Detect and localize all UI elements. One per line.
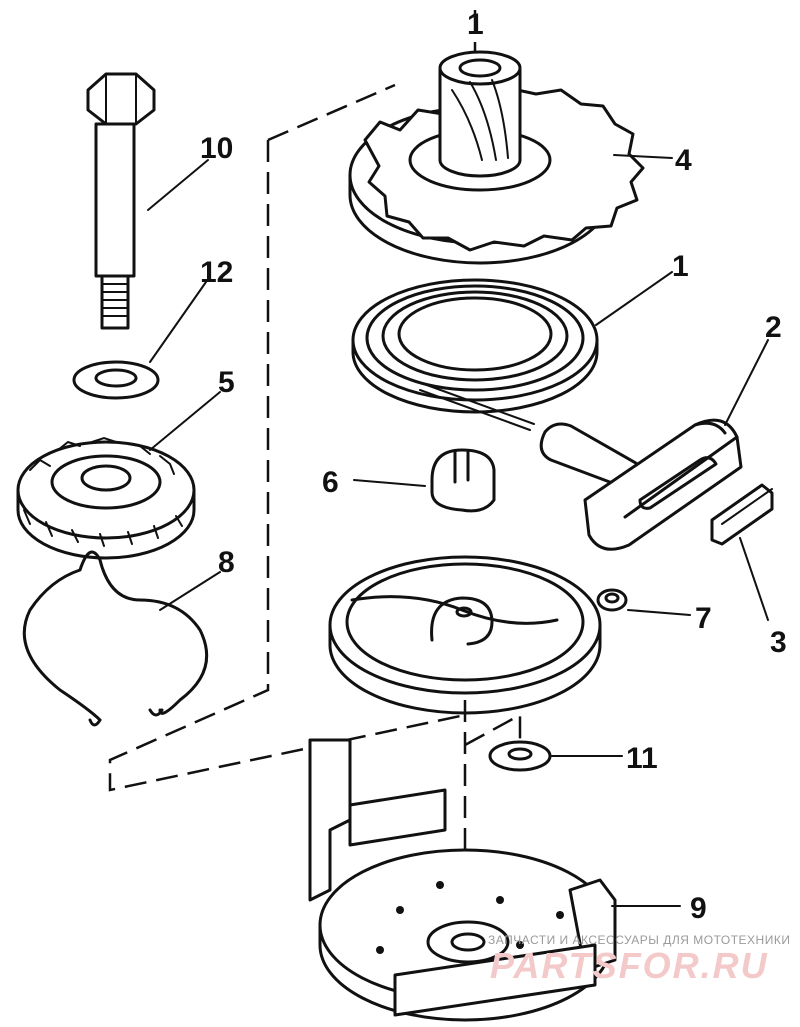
callout-3: 3	[770, 626, 787, 659]
rewind-spring-part	[351, 278, 599, 431]
callout-1: 1	[672, 250, 689, 283]
callout-1-top: 1	[467, 8, 484, 41]
callout-9: 9	[690, 892, 707, 925]
callout-10: 10	[200, 132, 233, 165]
callout-6: 6	[322, 466, 339, 499]
callout-2: 2	[765, 311, 782, 344]
watermark: ЗАПЧАСТИ И АКСЕССУАРЫ ДЛЯ МОТОТЕХНИКИ PA…	[488, 933, 790, 986]
bolt-part	[86, 72, 156, 330]
spring-housing-part	[328, 555, 628, 715]
pulley-part	[348, 50, 645, 265]
washer-part	[488, 740, 552, 772]
retainer-spring-part	[22, 550, 209, 727]
leader-lines	[147, 154, 769, 907]
callout-5: 5	[218, 366, 235, 399]
callout-7: 7	[695, 602, 712, 635]
spring-clip-part	[430, 448, 496, 513]
pinion-washer-part	[72, 360, 160, 400]
callout-11: 11	[626, 742, 658, 775]
starter-pinion-part	[16, 436, 196, 560]
starter-housing-part	[308, 738, 617, 1022]
callout-labels: 1 4 10 1 12 2 5 6 8 7 3 11 9	[200, 8, 787, 925]
watermark-tagline: ЗАПЧАСТИ И АКСЕССУАРЫ ДЛЯ МОТОТЕХНИКИ	[488, 933, 790, 947]
starter-handle-part	[539, 418, 743, 551]
callout-12: 12	[200, 256, 233, 289]
callout-4: 4	[675, 144, 692, 177]
watermark-brand: PARTSFOR.RU	[490, 945, 769, 986]
handle-insert-part	[710, 483, 774, 546]
callout-8: 8	[218, 546, 235, 579]
